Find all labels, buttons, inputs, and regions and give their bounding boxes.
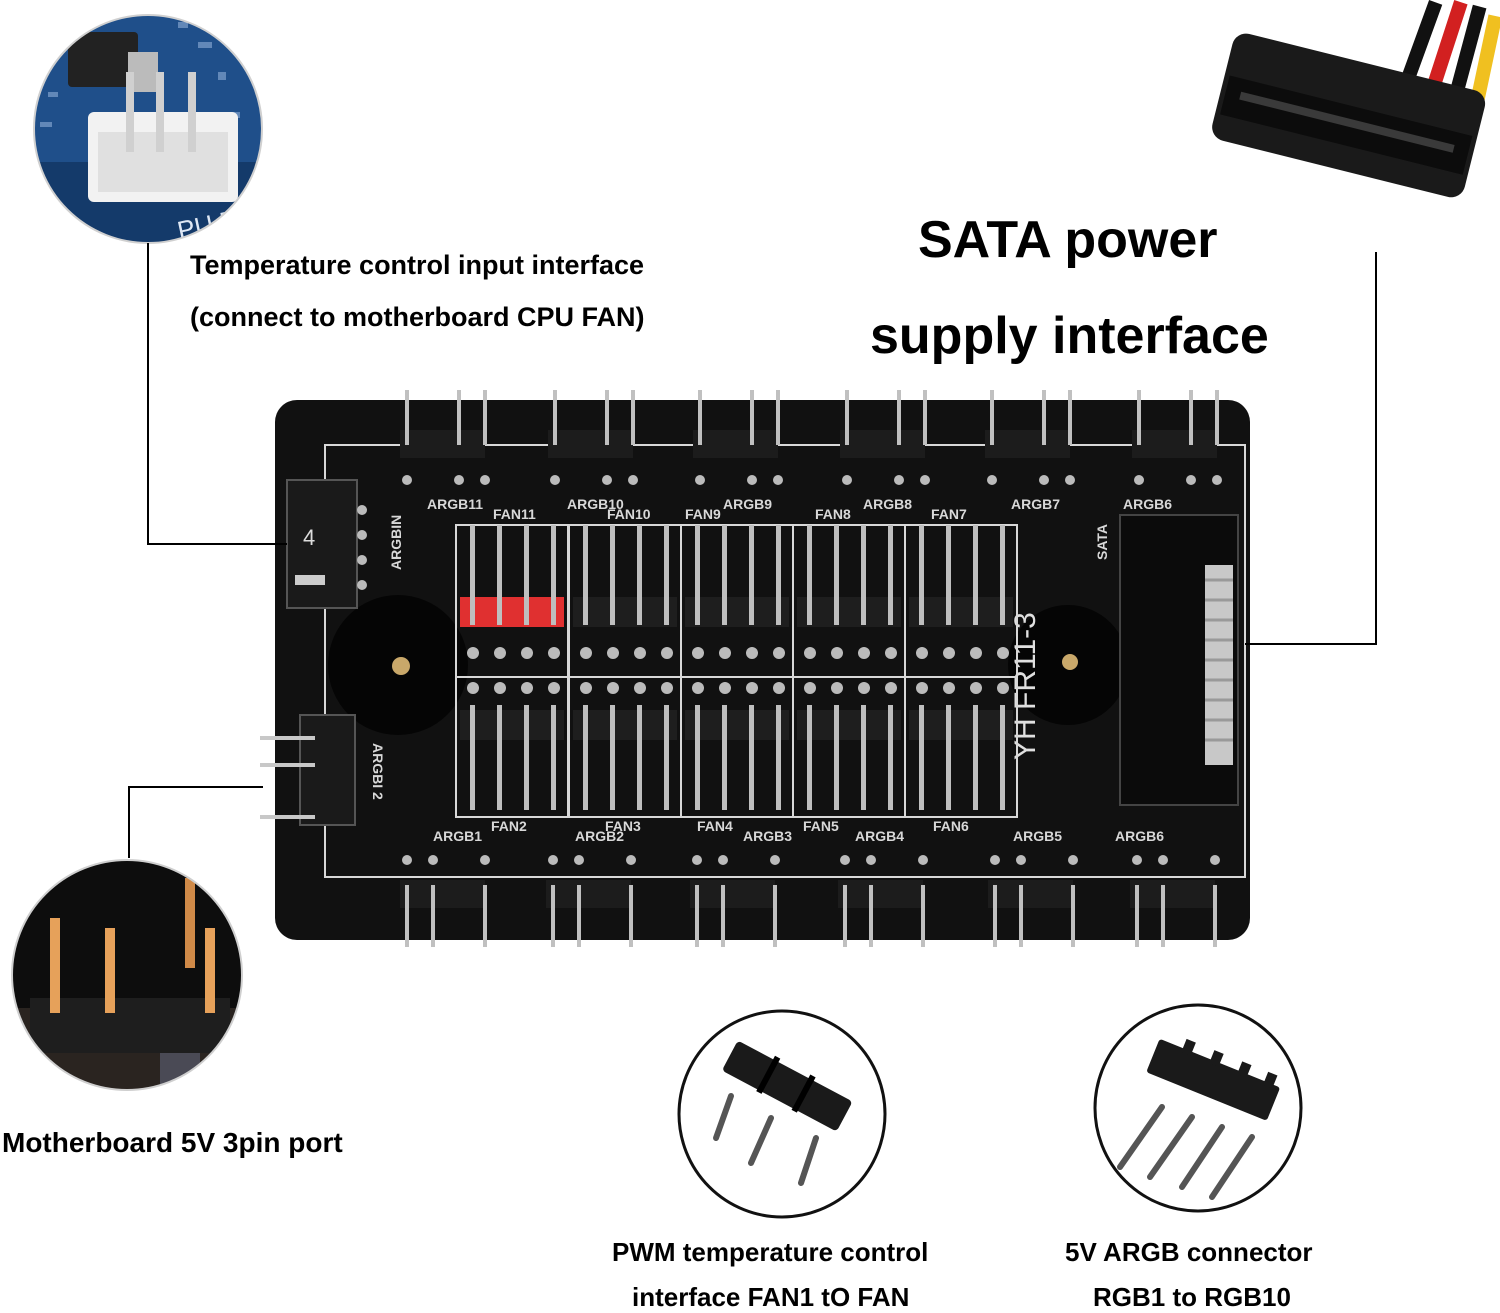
label-fan11: FAN11	[493, 506, 536, 522]
argb-header-top-1	[400, 390, 490, 485]
cpu-fan-header-zoom: PU FA	[33, 14, 263, 244]
mounting-hole	[392, 657, 410, 675]
leader-temp-input-v	[147, 243, 149, 545]
pwm-caption-line1: PWM temperature control	[612, 1237, 929, 1267]
fan-header-top-1	[455, 524, 569, 678]
board-body	[275, 400, 1250, 940]
sata-caption-line1: SATA power	[918, 211, 1218, 269]
argbin-number: 4	[303, 525, 315, 550]
temp-input-caption-line2: (connect to motherboard CPU FAN)	[190, 302, 645, 332]
argb-header-top-6	[1132, 390, 1222, 485]
label-argb6: ARGB6	[1115, 828, 1164, 844]
fan-header-top-4	[792, 524, 906, 678]
label-argb11: ARGB11	[427, 496, 483, 512]
argb-header-bottom-5	[988, 855, 1078, 947]
argb-connector-illustration	[1093, 1003, 1303, 1213]
leader-mb5v-v	[128, 786, 130, 858]
label-argb7: ARGB7	[1011, 496, 1060, 512]
argb-header-bottom-6	[1130, 855, 1220, 947]
label-fan8: FAN8	[815, 506, 851, 522]
argbin-label: ARGBIN	[388, 515, 404, 570]
argb-header-top-3	[693, 390, 783, 485]
label-fan9: FAN9	[685, 506, 721, 522]
argb-header-top-5	[985, 390, 1075, 485]
label-fan5: FAN5	[803, 818, 839, 834]
label-argb2: ARGB2	[575, 828, 624, 844]
label-argb1: ARGB1	[433, 828, 482, 844]
argb-header-bottom-3	[690, 855, 780, 947]
label-argb4: ARGB4	[855, 828, 904, 844]
label-fan7: FAN7	[931, 506, 967, 522]
label-argb6: ARGB6	[1123, 496, 1172, 512]
mb-5v-caption: Motherboard 5V 3pin port	[2, 1127, 343, 1158]
sata-label: SATA	[1094, 524, 1110, 560]
fan-header-bottom-2	[568, 676, 682, 818]
label-argb10: ARGB10	[567, 496, 624, 512]
leader-sata-h	[1245, 643, 1377, 645]
sata-power-connector-image	[1212, 0, 1500, 198]
fan-header-bottom-1	[455, 676, 569, 818]
label-fan2: FAN2	[491, 818, 527, 834]
argb-header-bottom-4	[838, 855, 928, 947]
label-argb3: ARGB3	[743, 828, 792, 844]
fan-header-top-5	[904, 524, 1018, 678]
mounting-hole	[1062, 654, 1078, 670]
label-argb9: ARGB9	[723, 496, 772, 512]
fan-header-bottom-3	[680, 676, 794, 818]
argb-caption-line2: RGB1 to RGB10	[1093, 1282, 1291, 1312]
leader-temp-input-h	[147, 543, 287, 545]
label-fan10: FAN10	[607, 506, 651, 522]
label-fan3: FAN3	[605, 818, 641, 834]
fan-header-bottom-5	[904, 676, 1018, 818]
label-fan4: FAN4	[697, 818, 733, 834]
label-fan6: FAN6	[933, 818, 969, 834]
sata-caption-line2: supply interface	[870, 307, 1269, 365]
label-argb8: ARGB8	[863, 496, 912, 512]
argbi2-label: ARGBI 2	[370, 743, 386, 800]
argb-header-top-4	[840, 390, 930, 485]
pwm-caption-line2: interface FAN1 tO FAN	[632, 1282, 910, 1312]
fan-header-top-2	[568, 524, 682, 678]
pwm-connector-illustration	[677, 1009, 887, 1219]
argb-caption-line1: 5V ARGB connector	[1065, 1237, 1313, 1267]
mb-5v-port-zoom	[11, 859, 243, 1091]
leader-sata-v	[1375, 252, 1377, 645]
leader-mb5v-h	[128, 786, 263, 788]
temp-input-caption-line1: Temperature control input interface	[190, 250, 645, 280]
fan-header-bottom-4	[792, 676, 906, 818]
argb-header-bottom-2	[546, 855, 636, 947]
model-label: YH FR11-3	[1009, 612, 1042, 760]
argb-header-top-2	[548, 390, 638, 485]
label-argb5: ARGB5	[1013, 828, 1062, 844]
argb-header-bottom-1	[400, 855, 490, 947]
